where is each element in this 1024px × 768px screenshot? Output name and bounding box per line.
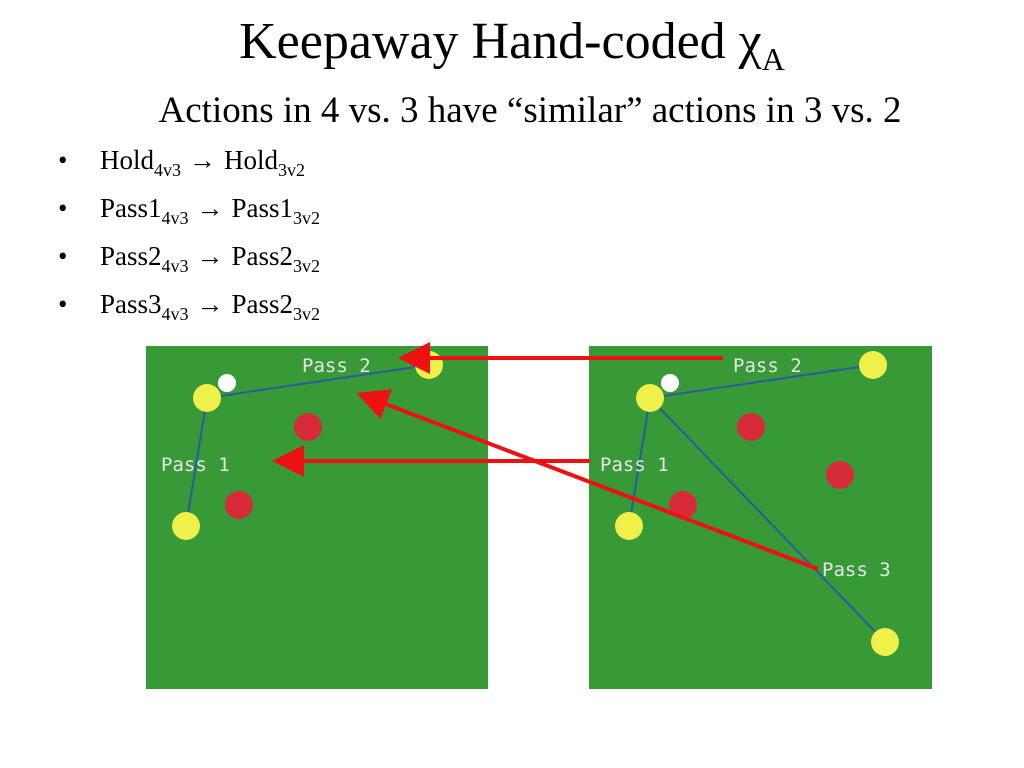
mapping-item-pass3: •Pass34v3→Pass23v2 (58, 289, 321, 324)
ball (661, 374, 679, 392)
pass-1-label: Pass 1 (600, 454, 669, 476)
pass-line (649, 397, 886, 643)
field-4v3: Pass 1 Pass 2 Pass 3 (589, 346, 932, 689)
keeper-ball-holder (193, 384, 221, 412)
pass-2-label: Pass 2 (733, 355, 802, 377)
bullet-icon: • (58, 241, 68, 271)
bullet-icon: • (58, 145, 68, 175)
bullet-icon: • (58, 193, 68, 223)
pass-2-label: Pass 2 (302, 355, 371, 377)
bullet-icon: • (58, 289, 68, 319)
keeper (615, 512, 643, 540)
arrow-right-icon: → (189, 145, 216, 175)
pass-1-label: Pass 1 (161, 454, 230, 476)
action-mapping-list: •Hold4v3→Hold3v2 •Pass14v3→Pass13v2 •Pas… (58, 143, 320, 335)
mapping-arrow-pass3 (356, 389, 819, 571)
keeper (415, 351, 443, 379)
taker (225, 491, 253, 519)
mapping-item-pass1: •Pass14v3→Pass13v2 (58, 193, 321, 228)
taker (294, 413, 322, 441)
title-subscript: A (761, 41, 785, 77)
slide-subtitle: Actions in 4 vs. 3 have “similar” action… (158, 90, 902, 131)
taker (826, 461, 854, 489)
ball (218, 374, 236, 392)
mapping-item-pass2: •Pass24v3→Pass23v2 (58, 241, 321, 276)
arrow-right-icon: → (196, 241, 224, 271)
arrow-right-icon: → (196, 193, 224, 223)
keeper (172, 512, 200, 540)
field-3v2: Pass 1 Pass 2 (146, 346, 488, 689)
pass-3-label: Pass 3 (822, 559, 891, 581)
keeper (859, 351, 887, 379)
slide-title: Keepaway Hand-coded χA (239, 13, 785, 77)
taker (669, 491, 697, 519)
mapping-arrows (272, 342, 819, 571)
mapping-item-hold: •Hold4v3→Hold3v2 (58, 145, 305, 180)
taker (737, 413, 765, 441)
arrow-right-icon: → (196, 289, 224, 319)
keeper (871, 628, 899, 656)
keeper-ball-holder (636, 384, 664, 412)
